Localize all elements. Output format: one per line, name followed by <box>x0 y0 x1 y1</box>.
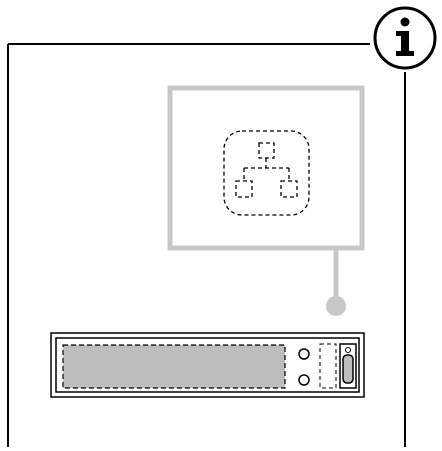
info-badge <box>373 6 437 70</box>
status-led-bottom <box>298 374 310 386</box>
network-hierarchy-icon <box>223 130 310 216</box>
callout-frame <box>167 85 365 316</box>
status-led-top <box>298 348 310 360</box>
device-frame <box>7 43 406 447</box>
drive-bay-placeholder <box>62 344 286 389</box>
connector-slot <box>319 343 337 389</box>
info-icon <box>396 17 414 56</box>
server-front-panel <box>50 332 365 398</box>
serial-port <box>339 343 357 389</box>
callout-anchor-dot <box>326 296 346 316</box>
